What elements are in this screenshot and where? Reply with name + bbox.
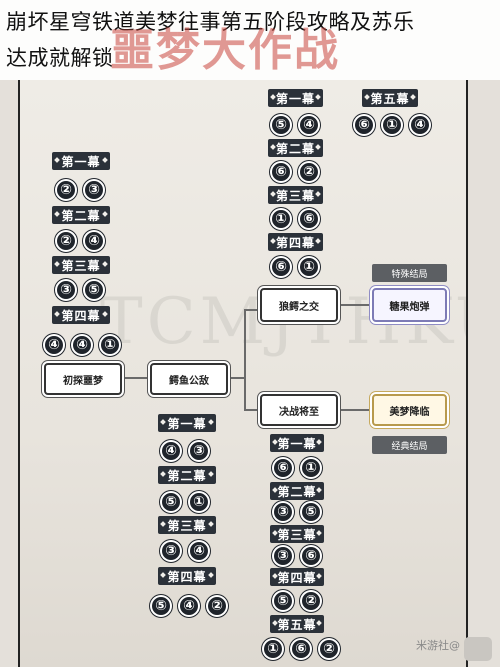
watermark-logo-icon [464, 637, 492, 661]
code-digit: ⑥ [270, 256, 292, 278]
code-digit: ③ [272, 501, 294, 523]
node-branch-top: 狼鳄之交 [260, 288, 338, 322]
middle-act-2: 第二幕 [158, 466, 216, 484]
middle-act-2-codes: ⑤ ① [160, 491, 210, 513]
code-digit: ⑥ [353, 114, 375, 136]
top-act-2: 第二幕 [268, 139, 323, 157]
code-digit: ⑤ [83, 279, 105, 301]
code-digit: ⑥ [300, 545, 322, 567]
bottom-act-2: 第二幕 [270, 482, 324, 500]
code-digit: ① [270, 208, 292, 230]
bottom-act-3: 第三幕 [270, 525, 324, 543]
top-act-2-codes: ⑥ ② [270, 161, 320, 183]
code-digit: ⑥ [270, 161, 292, 183]
code-digit: ④ [298, 114, 320, 136]
article-title: 崩坏星穹铁道美梦往事第五阶段攻略及苏乐 达成就解锁 [0, 0, 500, 80]
code-digit: ③ [160, 540, 182, 562]
code-digit: ① [99, 334, 121, 356]
bottom-act-5: 第五幕 [270, 615, 324, 633]
left-act-2-codes: ② ④ [55, 230, 105, 252]
code-digit: ② [300, 590, 322, 612]
code-digit: ③ [83, 179, 105, 201]
left-act-1-codes: ② ③ [55, 179, 105, 201]
node-start: 初探噩梦 [44, 363, 122, 395]
top-act-3-codes: ① ⑥ [270, 208, 320, 230]
code-digit: ① [188, 491, 210, 513]
code-digit: ② [206, 595, 228, 617]
left-act-3-codes: ③ ⑤ [55, 279, 105, 301]
top-right-act-5-codes: ⑥ ① ④ [353, 114, 431, 136]
code-digit: ④ [160, 440, 182, 462]
connector-merge-top [228, 309, 260, 379]
code-digit: ④ [71, 334, 93, 356]
code-digit: ⑤ [160, 491, 182, 513]
node-ending-classic: 美梦降临 [372, 394, 447, 426]
left-act-4: 第四幕 [52, 306, 110, 324]
left-act-4-codes: ④ ④ ① [43, 334, 121, 356]
middle-act-4-codes: ⑤ ④ ② [150, 595, 228, 617]
code-digit: ⑥ [290, 638, 312, 660]
code-digit: ② [55, 179, 77, 201]
code-digit: ② [298, 161, 320, 183]
node-merge: 鳄鱼公敌 [150, 363, 228, 395]
bottom-act-1-codes: ⑥ ① [272, 457, 322, 479]
code-digit: ④ [83, 230, 105, 252]
bottom-act-3-codes: ③ ⑥ [272, 545, 322, 567]
top-act-3: 第三幕 [268, 186, 323, 204]
left-act-2: 第二幕 [52, 206, 110, 224]
code-digit: ⑤ [300, 501, 322, 523]
bottom-act-1: 第一幕 [270, 434, 324, 452]
code-digit: ⑤ [272, 590, 294, 612]
code-digit: ⑥ [298, 208, 320, 230]
middle-act-1: 第一幕 [158, 414, 216, 432]
top-act-1: 第一幕 [268, 89, 323, 107]
code-digit: ④ [188, 540, 210, 562]
watermark: 米游社@ [416, 639, 460, 652]
bottom-act-5-codes: ① ⑥ ② [262, 638, 340, 660]
left-act-3: 第三幕 [52, 256, 110, 274]
code-digit: ④ [178, 595, 200, 617]
code-digit: ③ [188, 440, 210, 462]
code-digit: ① [262, 638, 284, 660]
middle-act-3: 第三幕 [158, 516, 216, 534]
connector-merge-bottom [244, 378, 260, 411]
left-act-1: 第一幕 [52, 152, 110, 170]
code-digit: ④ [409, 114, 431, 136]
middle-act-3-codes: ③ ④ [160, 540, 210, 562]
code-digit: ③ [55, 279, 77, 301]
code-digit: ② [318, 638, 340, 660]
top-act-4: 第四幕 [268, 233, 323, 251]
code-digit: ⑥ [272, 457, 294, 479]
tag-classic-ending: 经典结局 [372, 436, 447, 454]
title-line-1: 崩坏星穹铁道美梦往事第五阶段攻略及苏乐 [6, 10, 415, 34]
bottom-act-4: 第四幕 [270, 568, 324, 586]
code-digit: ④ [43, 334, 65, 356]
code-digit: ① [381, 114, 403, 136]
code-digit: ① [298, 256, 320, 278]
bottom-act-4-codes: ⑤ ② [272, 590, 322, 612]
node-ending-special: 糖果炮弹 [372, 288, 447, 322]
middle-act-1-codes: ④ ③ [160, 440, 210, 462]
event-banner-title: 噩梦大作战 [110, 25, 340, 76]
title-line-2: 达成就解锁 [6, 46, 114, 70]
top-right-act-5: 第五幕 [362, 89, 418, 107]
middle-act-4: 第四幕 [158, 567, 216, 585]
code-digit: ② [55, 230, 77, 252]
top-act-4-codes: ⑥ ① [270, 256, 320, 278]
code-digit: ③ [272, 545, 294, 567]
top-act-1-codes: ⑤ ④ [270, 114, 320, 136]
tag-special-ending: 特殊结局 [372, 264, 447, 282]
code-digit: ⑤ [150, 595, 172, 617]
bottom-act-2-codes: ③ ⑤ [272, 501, 322, 523]
code-digit: ① [300, 457, 322, 479]
code-digit: ⑤ [270, 114, 292, 136]
node-branch-bottom: 决战将至 [260, 394, 338, 426]
